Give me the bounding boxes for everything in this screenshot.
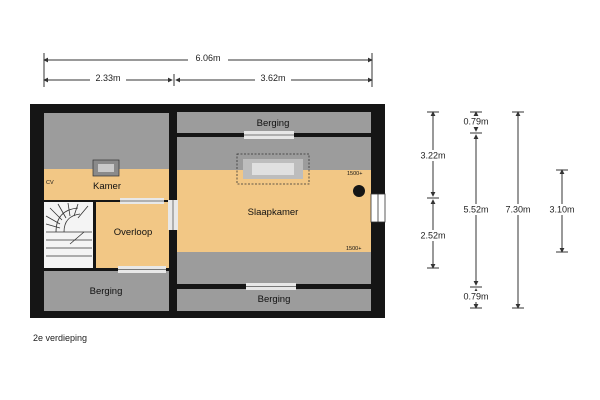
room-label-berging-bottom-left: Berging [90, 286, 123, 297]
room-label-slaapkamer: Slaapkamer [248, 207, 299, 218]
left-width-label: 2.33m [95, 73, 120, 83]
floor-level-label: 2e verdieping [33, 333, 88, 343]
cv-boiler-icon [353, 185, 365, 197]
room-label-overloop: Overloop [114, 227, 153, 238]
room-label-berging-bottom-right: Berging [258, 294, 291, 305]
overloop-floor [96, 202, 169, 268]
skylight-slaapkamer [236, 153, 310, 185]
dim-edge-bottom: 0.79m [463, 292, 488, 302]
dim-middle: 5.52m [463, 205, 488, 215]
berging-bottom-right-floor [177, 289, 371, 311]
right-width-label: 3.62m [260, 73, 285, 83]
room-label-kamer: Kamer [93, 181, 121, 192]
dim-window-span: 3.10m [549, 205, 574, 215]
cv-label: CV [46, 180, 54, 186]
staircase [45, 202, 92, 257]
berging-bottom-left-floor [44, 271, 169, 311]
berging-top-floor [177, 112, 371, 133]
dim-bottom-height: 2.52m [420, 231, 445, 241]
dim-edge-top: 0.79m [463, 117, 488, 127]
height-marker-bottom: 1500+ [346, 246, 361, 252]
slaapkamer-sloped-bottom [177, 252, 371, 284]
stairwell [44, 202, 93, 268]
room-label-berging-top: Berging [257, 118, 290, 129]
height-marker-top: 1500+ [347, 171, 362, 177]
total-width-label: 6.06m [195, 53, 220, 63]
building-outline [30, 104, 386, 318]
skylight-kamer [92, 159, 120, 177]
dim-top-height: 3.22m [420, 151, 445, 161]
dim-total-depth: 7.30m [505, 205, 530, 215]
